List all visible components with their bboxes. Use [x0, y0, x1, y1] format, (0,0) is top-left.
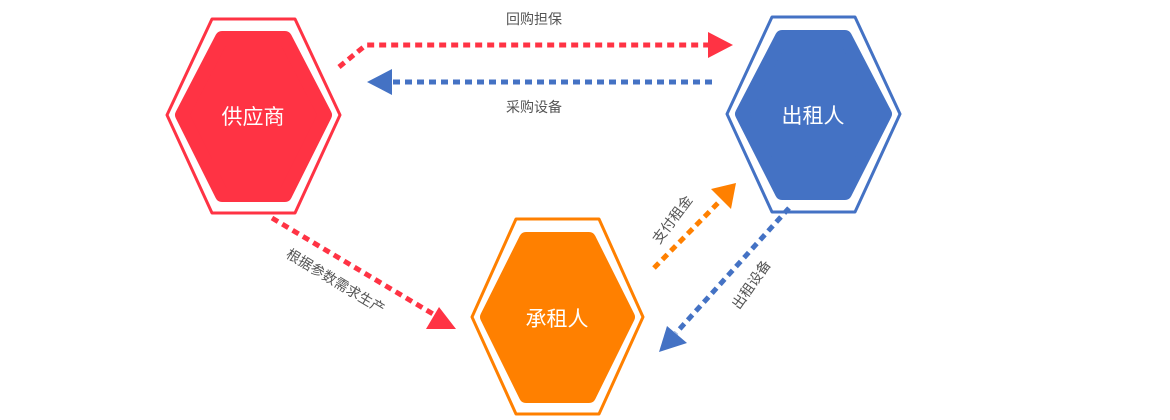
pay-rent-label: 支付租金: [650, 193, 696, 247]
buyback-guarantee-line: [337, 42, 710, 69]
lease-equipment-arrowhead: [659, 326, 687, 352]
lessee-hex-fill: [480, 232, 635, 403]
supplier-label: 供应商: [222, 105, 285, 129]
produce-on-demand-arrowhead: [426, 307, 456, 329]
lessor-node: 出租人: [725, 15, 902, 214]
produce-on-demand-line: [270, 215, 435, 317]
lessee-node: 承租人: [470, 217, 645, 416]
buyback-guarantee-label: 回购担保: [506, 12, 562, 28]
lessor-label: 出租人: [782, 104, 845, 128]
edge-lease-equipment: 出租设备: [659, 206, 791, 352]
supplier-node: 供应商: [165, 17, 342, 215]
pay-rent-line: [652, 201, 720, 270]
edge-buyback-guarantee: 回购担保: [337, 12, 733, 69]
buyback-guarantee-arrowhead: [708, 32, 733, 58]
lessor-hex-fill: [735, 30, 892, 200]
lease-equipment-line: [674, 206, 791, 335]
supplier-hex-fill: [175, 31, 332, 202]
purchase-equipment-label: 采购设备: [506, 99, 562, 116]
edge-produce-on-demand: 根据参数需求生产: [270, 215, 456, 329]
edge-purchase-equipment: 采购设备: [367, 69, 712, 116]
edge-pay-rent: 支付租金: [650, 183, 736, 270]
lessee-label: 承租人: [526, 307, 589, 331]
purchase-equipment-arrowhead: [367, 69, 392, 95]
pay-rent-arrowhead: [711, 183, 736, 209]
